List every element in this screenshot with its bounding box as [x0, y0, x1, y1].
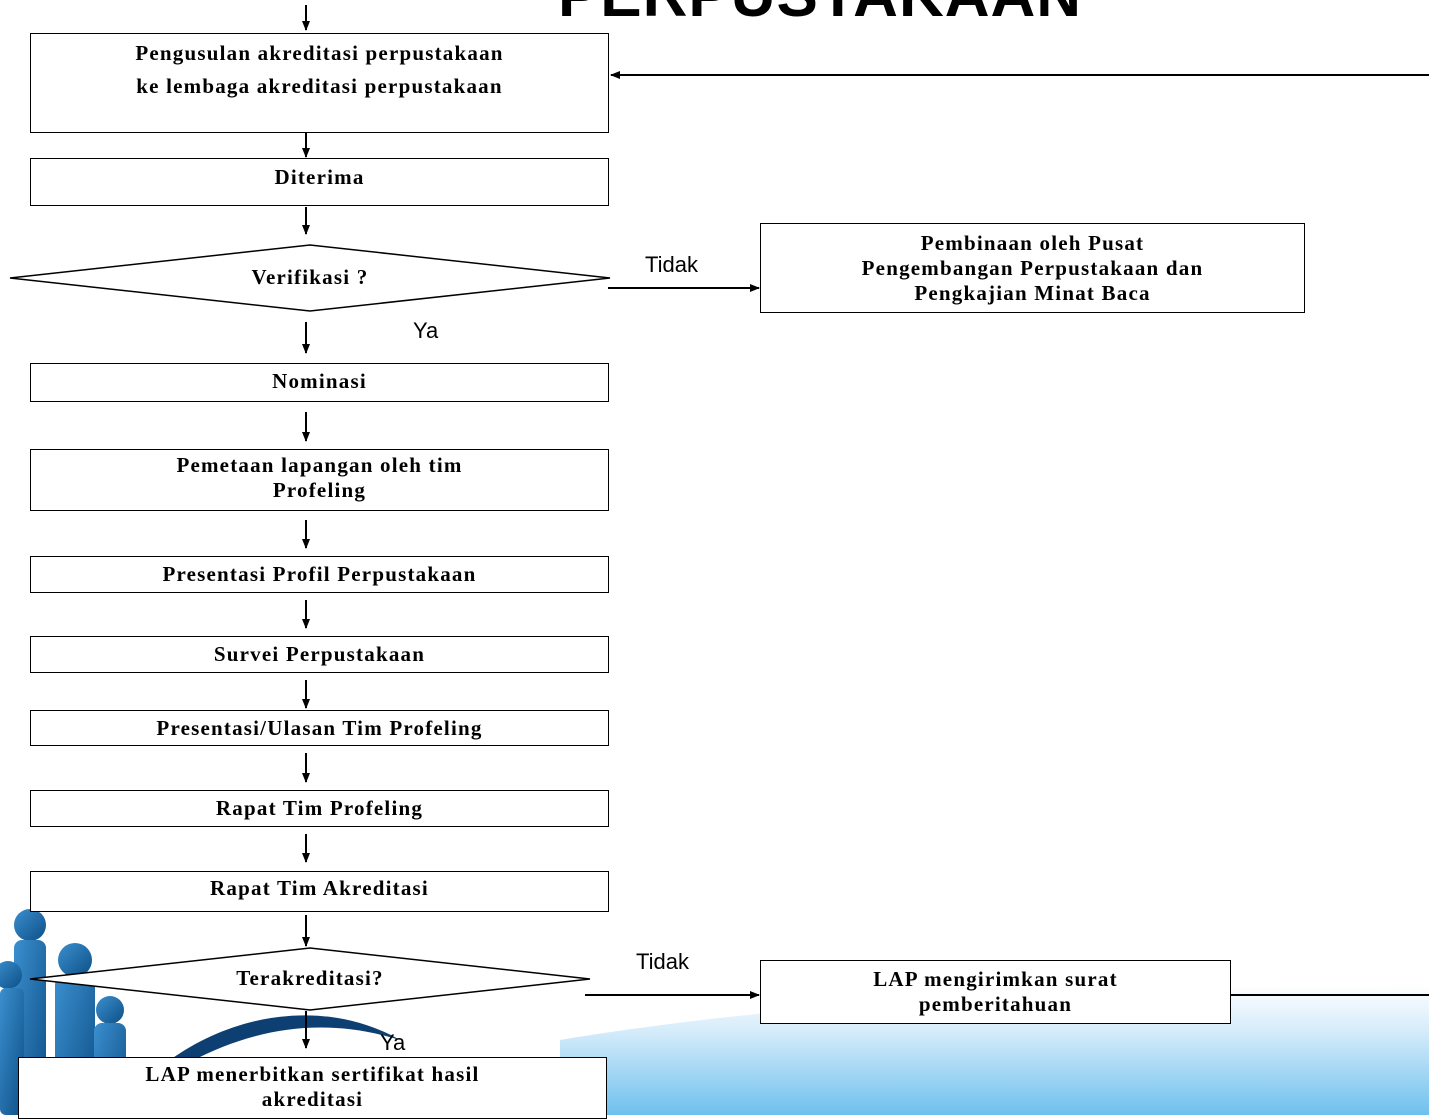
side-surat-box: LAP mengirimkan surat pemberitahuan [760, 960, 1231, 1024]
step-pengusulan-box: Pengusulan akreditasi perpustakaan ke le… [30, 33, 609, 133]
step-presentasi-profil-label: Presentasi Profil Perpustakaan [162, 562, 477, 586]
step-diterima-box: Diterima [30, 158, 609, 206]
step-pengusulan-line1: Pengusulan akreditasi perpustakaan [135, 41, 504, 65]
decision-verifikasi-label: Verifikasi ? [251, 265, 369, 289]
decision-verifikasi-shape [9, 244, 611, 312]
decision-terakreditasi-shape [29, 947, 591, 1011]
terakreditasi-no-label: Tidak [636, 949, 689, 974]
verifikasi-yes-label: Ya [413, 318, 439, 343]
side-pembinaan-box: Pembinaan oleh Pusat Pengembangan Perpus… [760, 223, 1305, 313]
slide-title: PERPUSTAKAAN [470, 0, 1170, 31]
step-ulasan-box: Presentasi/Ulasan Tim Profeling [30, 710, 609, 746]
step-pemetaan-box: Pemetaan lapangan oleh tim Profeling [30, 449, 609, 511]
step-ulasan-label: Presentasi/Ulasan Tim Profeling [156, 715, 483, 740]
side-surat-line2: pemberitahuan [918, 992, 1073, 1016]
terakreditasi-yes-label: Ya [380, 1030, 406, 1055]
verifikasi-no-label: Tidak [645, 252, 698, 277]
step-nominasi-box: Nominasi [30, 363, 609, 402]
side-pembinaan-line3: Pengkajian Minat Baca [914, 280, 1151, 305]
step-survei-label: Survei Perpustakaan [213, 642, 426, 666]
step-rapat-akreditasi-box: Rapat Tim Akreditasi [30, 871, 609, 912]
step-rapat-profeling-label: Rapat Tim Profeling [215, 796, 424, 820]
step-rapat-profeling-box: Rapat Tim Profeling [30, 790, 609, 827]
step-pemetaan-line1: Pemetaan lapangan oleh tim [176, 453, 463, 477]
step-nominasi-label: Nominasi [272, 369, 367, 393]
step-sertifikat-line1: LAP menerbitkan sertifikat hasil [145, 1062, 480, 1086]
decision-terakreditasi-label: Terakreditasi? [236, 966, 384, 990]
side-pembinaan-line1: Pembinaan oleh Pusat [920, 230, 1145, 255]
step-pengusulan-line2: ke lembaga akreditasi perpustakaan [136, 74, 503, 98]
step-survei-box: Survei Perpustakaan [30, 636, 609, 673]
step-sertifikat-box: LAP menerbitkan sertifikat hasil akredit… [18, 1057, 607, 1119]
step-diterima-label: Diterima [274, 165, 365, 189]
step-sertifikat-line2: akreditasi [261, 1087, 364, 1111]
dark-swoosh [170, 1015, 400, 1062]
step-presentasi-profil-box: Presentasi Profil Perpustakaan [30, 556, 609, 593]
side-pembinaan-line2: Pengembangan Perpustakaan dan [861, 255, 1204, 280]
side-surat-line1: LAP mengirimkan surat [873, 967, 1118, 991]
step-rapat-akreditasi-label: Rapat Tim Akreditasi [210, 876, 429, 900]
step-pemetaan-line2: Profeling [272, 478, 367, 502]
